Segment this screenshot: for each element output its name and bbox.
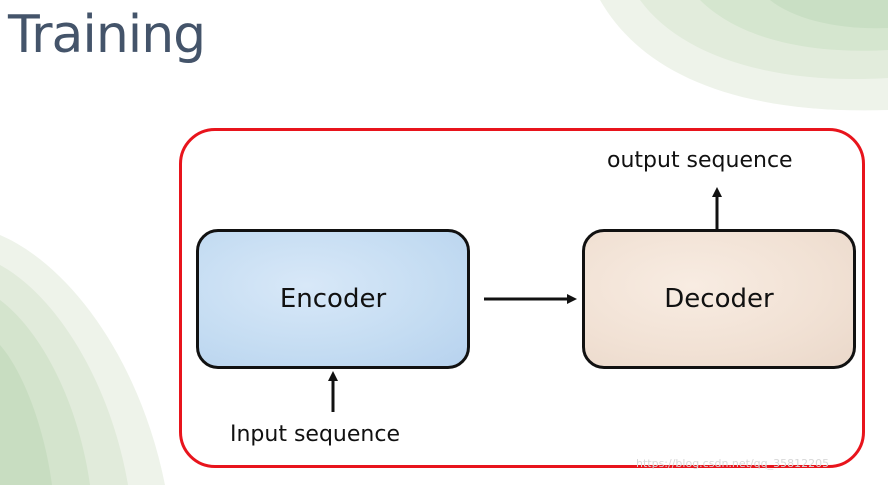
output-sequence-label: output sequence [607,148,793,173]
top-right-arc-decoration [600,0,888,111]
input-sequence-label: Input sequence [230,422,400,447]
encoder-box: Encoder [196,229,470,369]
encoder-label: Encoder [279,284,387,314]
training-frame [179,128,865,468]
slide-title: Training [8,5,206,65]
decoder-box: Decoder [582,229,856,369]
watermark: https://blog.csdn.net/qq_35812205 [636,457,830,470]
decoder-label: Decoder [664,284,774,314]
bottom-left-arc-decoration [0,235,165,485]
